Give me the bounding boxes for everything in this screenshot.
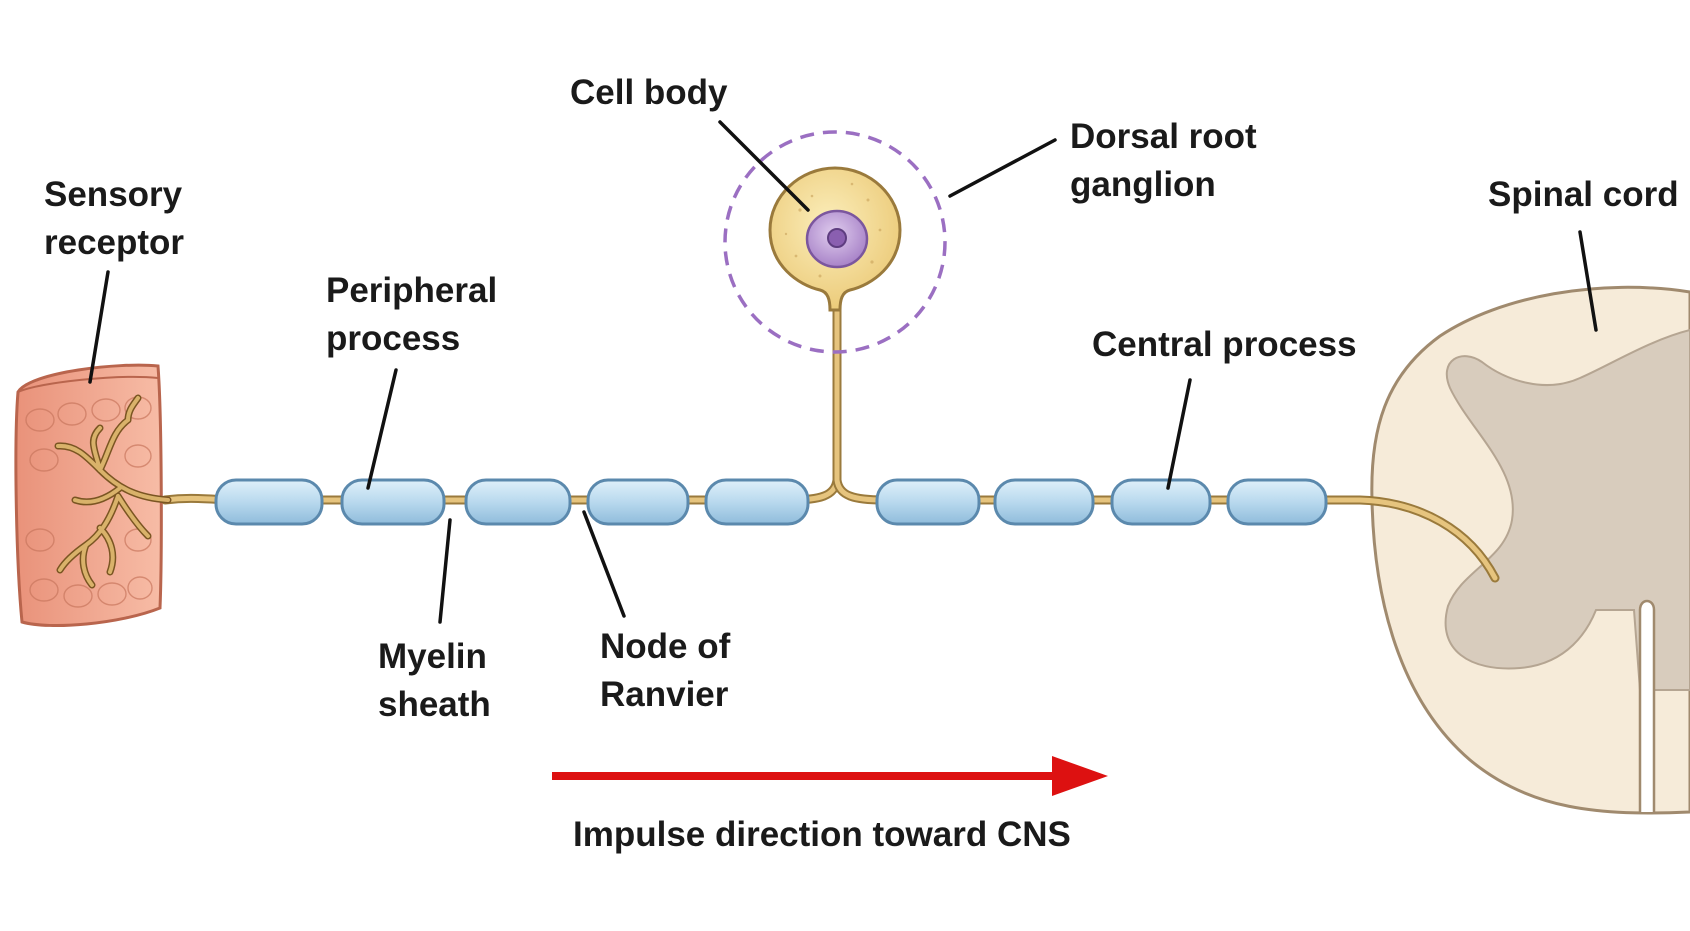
myelin-segment [214, 478, 324, 526]
myelin-segments [214, 478, 1328, 526]
leader-node-of-ranvier [582, 510, 626, 618]
label-spinal-cord: Spinal cord [1488, 175, 1679, 214]
myelin-segment [704, 478, 810, 526]
cell-body-granules [784, 182, 882, 278]
myelin-segment [586, 478, 690, 526]
myelin-segment [1226, 478, 1328, 526]
label-dorsal-root-ganglion: Dorsal root ganglion [1070, 117, 1266, 204]
leader-cell-body [718, 120, 810, 212]
label-peripheral-process: Peripheral process [326, 271, 507, 358]
label-sensory-receptor: Sensory receptor [44, 175, 192, 262]
leader-sensory-receptor [88, 270, 110, 384]
myelin-segment [1110, 478, 1212, 526]
label-cell-body: Cell body [570, 73, 728, 112]
nucleolus [827, 228, 847, 248]
leader-myelin-sheath [438, 518, 452, 624]
spinal-cord-gray-matter [1444, 328, 1690, 691]
leader-central-process [1166, 378, 1192, 490]
leader-dorsal-root-ganglion [948, 138, 1057, 198]
myelin-segment [464, 478, 572, 526]
label-central-process: Central process [1092, 325, 1357, 364]
leader-peripheral-process [366, 368, 398, 490]
dendrite-branches [54, 394, 172, 589]
right-arrow-icon [552, 756, 1108, 796]
label-myelin-sheath: Myelin sheath [378, 637, 497, 724]
myelin-segment [993, 478, 1095, 526]
sensory-receptor [14, 363, 172, 627]
myelin-segment [875, 478, 981, 526]
leader-lines [88, 120, 1598, 624]
spinal-cord [1370, 285, 1690, 815]
spinal-cord-median-fissure [1638, 599, 1656, 812]
myelin-segment [340, 478, 446, 526]
leader-spinal-cord [1578, 230, 1598, 332]
label-node-of-ranvier: Node of Ranvier [600, 627, 740, 714]
label-impulse-direction: Impulse direction toward CNS [573, 815, 1071, 854]
receptor-cell-pattern [25, 396, 153, 608]
ganglion-outline [723, 130, 947, 354]
